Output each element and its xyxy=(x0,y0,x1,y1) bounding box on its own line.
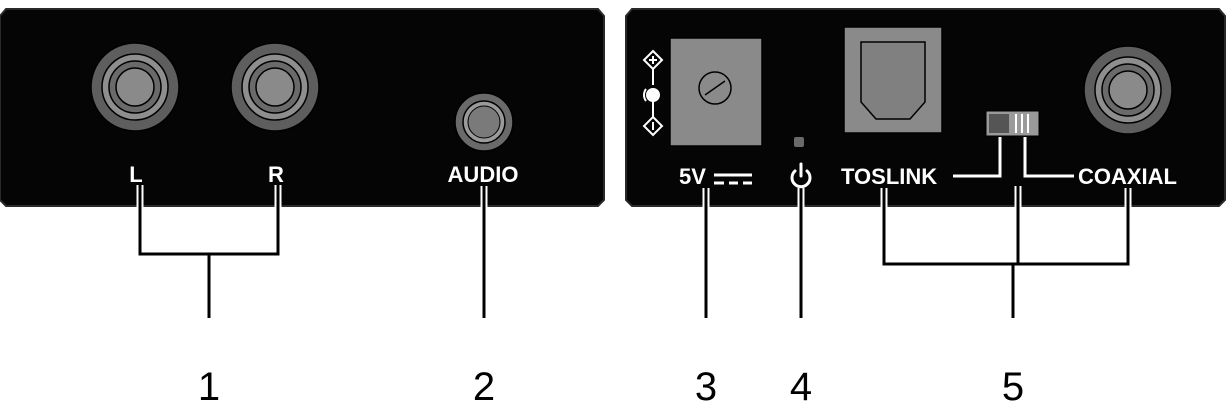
callout-numbers: 1 2 3 4 5 xyxy=(198,365,1024,409)
callout-5-leader xyxy=(880,186,1132,318)
label-l: L xyxy=(129,162,142,187)
dc-polarity-icon xyxy=(642,49,664,137)
callout-5: 5 xyxy=(1002,365,1024,409)
label-audio: AUDIO xyxy=(448,162,519,187)
right-panel: 5V TOSLINK COAXIAL xyxy=(625,8,1226,318)
power-icon xyxy=(790,162,812,189)
callout-2: 2 xyxy=(473,365,495,409)
label-coaxial: COAXIAL xyxy=(1078,164,1177,189)
label-r: R xyxy=(268,162,284,187)
rca-right-connector xyxy=(230,42,320,132)
callout-3: 3 xyxy=(695,365,717,409)
switch-position-lines xyxy=(953,137,1074,178)
input-selector-switch xyxy=(985,110,1040,137)
label-toslink: TOSLINK xyxy=(841,164,937,189)
audio-jack-connector xyxy=(454,92,514,152)
power-led xyxy=(794,137,804,147)
dc-power-jack xyxy=(669,37,763,147)
callout-4: 4 xyxy=(790,365,812,409)
toslink-port xyxy=(843,26,943,134)
callout-1: 1 xyxy=(198,365,220,409)
label-5v: 5V xyxy=(679,164,706,189)
callout-1-leader xyxy=(136,185,282,318)
rca-left-connector xyxy=(90,42,180,132)
dc-symbol-icon xyxy=(714,173,752,185)
left-panel: L R AUDIO xyxy=(0,8,605,318)
coaxial-connector xyxy=(1083,45,1173,135)
